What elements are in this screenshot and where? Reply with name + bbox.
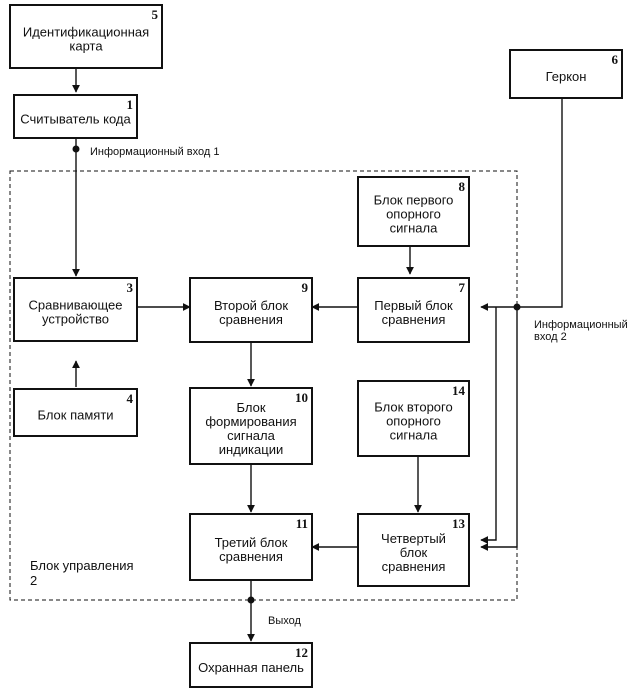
b9-number: 9: [302, 280, 309, 295]
b13-label-line: блок: [400, 545, 428, 560]
b6-label-line: Геркон: [546, 69, 587, 84]
b4-number: 4: [127, 391, 134, 406]
first-comparison-block: 7Первый блоксравнения: [358, 278, 469, 342]
reed-switch-block: 6Геркон: [510, 50, 622, 98]
input1-label: Информационный вход 1: [90, 146, 219, 158]
b5-label-line: Идентификационная: [23, 25, 149, 40]
b9-label-line: сравнения: [219, 312, 283, 327]
second-reference-signal-block: 14Блок второгоопорногосигнала: [358, 381, 469, 456]
b14-label-line: опорного: [386, 414, 441, 429]
identification-card-block: 5Идентификационнаякарта: [10, 5, 162, 68]
b11-number: 11: [296, 516, 308, 531]
b4-label-line: Блок памяти: [37, 408, 113, 423]
second-comparison-block: 9Второй блоксравнения: [190, 278, 312, 342]
b1-number: 1: [127, 97, 134, 112]
wire-input2-to-block13: [481, 307, 517, 547]
b13-label-line: Четвертый: [381, 531, 446, 546]
b8-label-line: опорного: [386, 207, 441, 222]
b14-number: 14: [452, 383, 466, 398]
control-unit-label: Блок управления: [30, 558, 134, 573]
b10-label-line: Блок: [236, 400, 265, 415]
third-comparison-block: 11Третий блоксравнения: [190, 514, 312, 580]
control-unit-number: 2: [30, 573, 37, 588]
b6-number: 6: [612, 52, 619, 67]
input2-label-line2: вход 2: [534, 331, 567, 343]
wire-block7-bus: [481, 307, 496, 540]
b11-label-line: сравнения: [219, 549, 283, 564]
b13-label-line: сравнения: [382, 559, 446, 574]
indication-signal-block: 10Блокформированиясигналаиндикации: [190, 388, 312, 464]
code-reader-block: 1Считыватель кода: [14, 95, 137, 138]
b9-label-line: Второй блок: [214, 298, 288, 313]
input2-node: [514, 304, 521, 311]
b12-number: 12: [295, 645, 308, 660]
memory-block: 4Блок памяти: [14, 389, 137, 436]
input1-node: [73, 146, 80, 153]
b10-number: 10: [295, 390, 308, 405]
b7-label-line: Первый блок: [374, 298, 453, 313]
fourth-comparison-block: 13Четвертыйблоксравнения: [358, 514, 469, 586]
b7-number: 7: [459, 280, 466, 295]
b8-label-line: Блок первого: [374, 193, 454, 208]
b1-label-line: Считыватель кода: [20, 112, 131, 127]
b3-label-line: Сравнивающее: [29, 298, 123, 313]
b3-number: 3: [127, 280, 134, 295]
b8-label-line: сигнала: [390, 221, 438, 236]
b10-label-line: формирования: [205, 414, 296, 429]
b5-number: 5: [152, 7, 159, 22]
b10-label-line: сигнала: [227, 428, 275, 443]
comparator-device-block: 3Сравнивающееустройство: [14, 278, 137, 341]
b3-label-line: устройство: [42, 312, 109, 327]
security-panel-block: 12Охранная панель: [190, 643, 312, 687]
b13-number: 13: [452, 516, 466, 531]
output-node: [248, 597, 255, 604]
b5-label-line: карта: [69, 39, 103, 54]
b12-label-line: Охранная панель: [198, 660, 304, 675]
b7-label-line: сравнения: [382, 312, 446, 327]
b8-number: 8: [459, 179, 466, 194]
first-reference-signal-block: 8Блок первогоопорногосигнала: [358, 177, 469, 246]
b14-label-line: сигнала: [390, 428, 438, 443]
b11-label-line: Третий блок: [215, 535, 288, 550]
input2-label-line1: Информационный: [534, 319, 628, 331]
wire-reed-to-block7: [481, 98, 562, 307]
b14-label-line: Блок второго: [374, 400, 452, 415]
b10-label-line: индикации: [219, 442, 283, 457]
output-label: Выход: [268, 615, 301, 627]
